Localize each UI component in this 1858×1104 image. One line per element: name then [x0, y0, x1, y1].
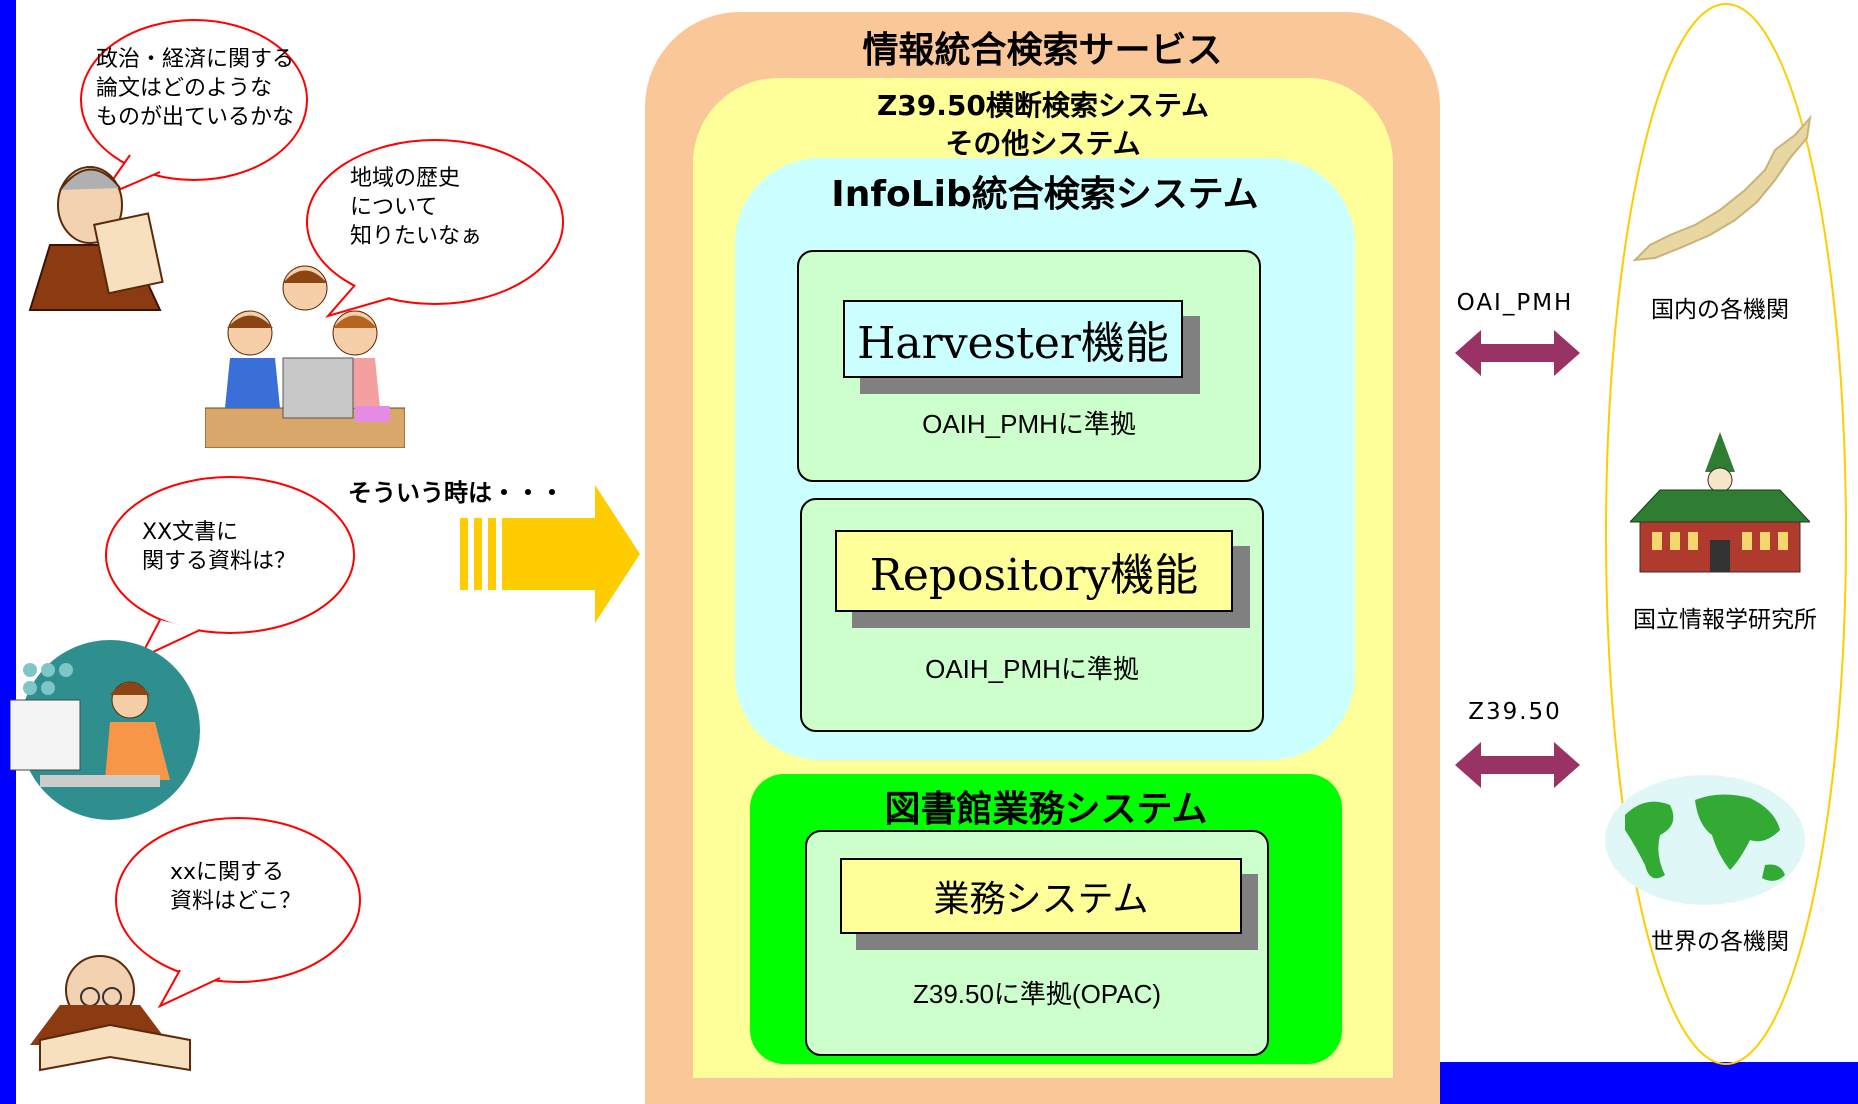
z3950-protocol-label: Z39.50	[1468, 699, 1562, 725]
z3950-double-arrow	[1455, 742, 1580, 788]
library-system-title: 図書館業務システム	[884, 789, 1208, 830]
harvester-note: OAIH_PMHに準拠	[922, 408, 1136, 439]
man-reading-illustration	[28, 166, 164, 311]
institutions-ellipse	[1605, 3, 1847, 1065]
harvester-label: Harvester機能	[843, 300, 1183, 378]
bubble-1-text: 政治・経済に関する 論文はどのような ものが出ているかな	[96, 47, 295, 130]
bubble-3-text: XX文書に 関する資料は？	[142, 520, 297, 574]
gyomu-note: Z39.50に準拠(OPAC)	[912, 978, 1162, 1009]
nii-label: 国立情報学研究所	[1633, 607, 1817, 633]
bottom-blue-bar	[1410, 1062, 1858, 1104]
oai-pmh-double-arrow	[1455, 330, 1580, 376]
bubble-4-text: xxに関する 資料はどこ？	[170, 860, 302, 914]
oai-pmh-label: OAI_PMH	[1456, 290, 1574, 316]
yellow-arrow	[460, 485, 640, 623]
bubble-4-shape	[115, 817, 361, 1009]
world-institutions-label: 世界の各機関	[1651, 929, 1789, 955]
japan-map-icon	[1632, 114, 1812, 262]
children-computer-illustration	[205, 265, 405, 448]
domestic-institutions-label: 国内の各機関	[1651, 297, 1789, 323]
arrow-label: そういう時は・・・	[348, 479, 564, 507]
z3950-title-line2: その他システム	[945, 127, 1141, 160]
bubble-2-text: 地域の歴史 について 知りたいなぁ	[350, 166, 483, 249]
bubble-2-shape	[306, 139, 564, 318]
bubble-3-shape	[105, 476, 355, 660]
world-map-icon	[1605, 775, 1805, 905]
nii-building-icon	[1630, 432, 1810, 573]
repository-label: Repository機能	[835, 530, 1233, 612]
z3950-title-line1: Z39.50横断検索システム	[876, 89, 1210, 122]
old-man-reading-illustration	[30, 955, 191, 1072]
bubble-1-shape	[80, 19, 308, 200]
woman-computer-illustration	[10, 640, 200, 820]
gyomu-label: 業務システム	[840, 858, 1242, 934]
left-blue-bar	[0, 0, 16, 1104]
infolib-title: InfoLib統合検索システム	[831, 174, 1259, 215]
repository-note: OAIH_PMHに準拠	[925, 653, 1139, 684]
service-title: 情報統合検索サービス	[862, 30, 1223, 71]
